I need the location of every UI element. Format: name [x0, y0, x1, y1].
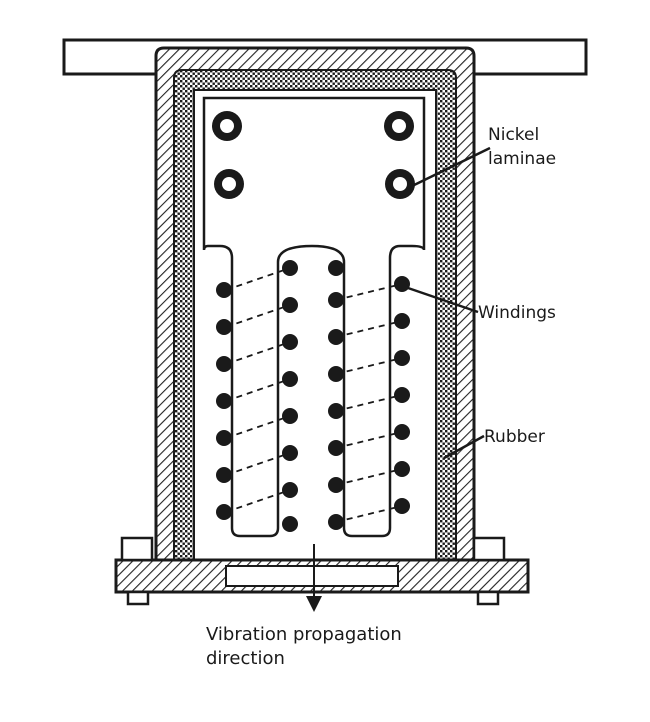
bottom-flange: [114, 558, 530, 594]
windings-leader: [407, 286, 479, 314]
bolt: [472, 536, 506, 606]
leader-lines: [407, 146, 491, 460]
rubber-leader: [443, 434, 485, 460]
bolt: [120, 536, 154, 606]
nickel-laminae-label: Nickel: [488, 125, 539, 145]
rivet: [212, 111, 242, 141]
nickel-laminae-label-line2: laminae: [488, 149, 556, 169]
rubber-label: Rubber: [484, 427, 545, 447]
winding-wires: [225, 267, 403, 523]
rivet: [214, 169, 244, 199]
vibration-caption-line2: direction: [206, 648, 285, 669]
rivet: [385, 169, 415, 199]
rivet: [384, 111, 414, 141]
windings-label: Windings: [478, 303, 556, 323]
vibration-caption: Vibration propagation: [206, 624, 402, 645]
winding-conductors: [216, 260, 410, 532]
nickel-leader: [407, 146, 491, 190]
